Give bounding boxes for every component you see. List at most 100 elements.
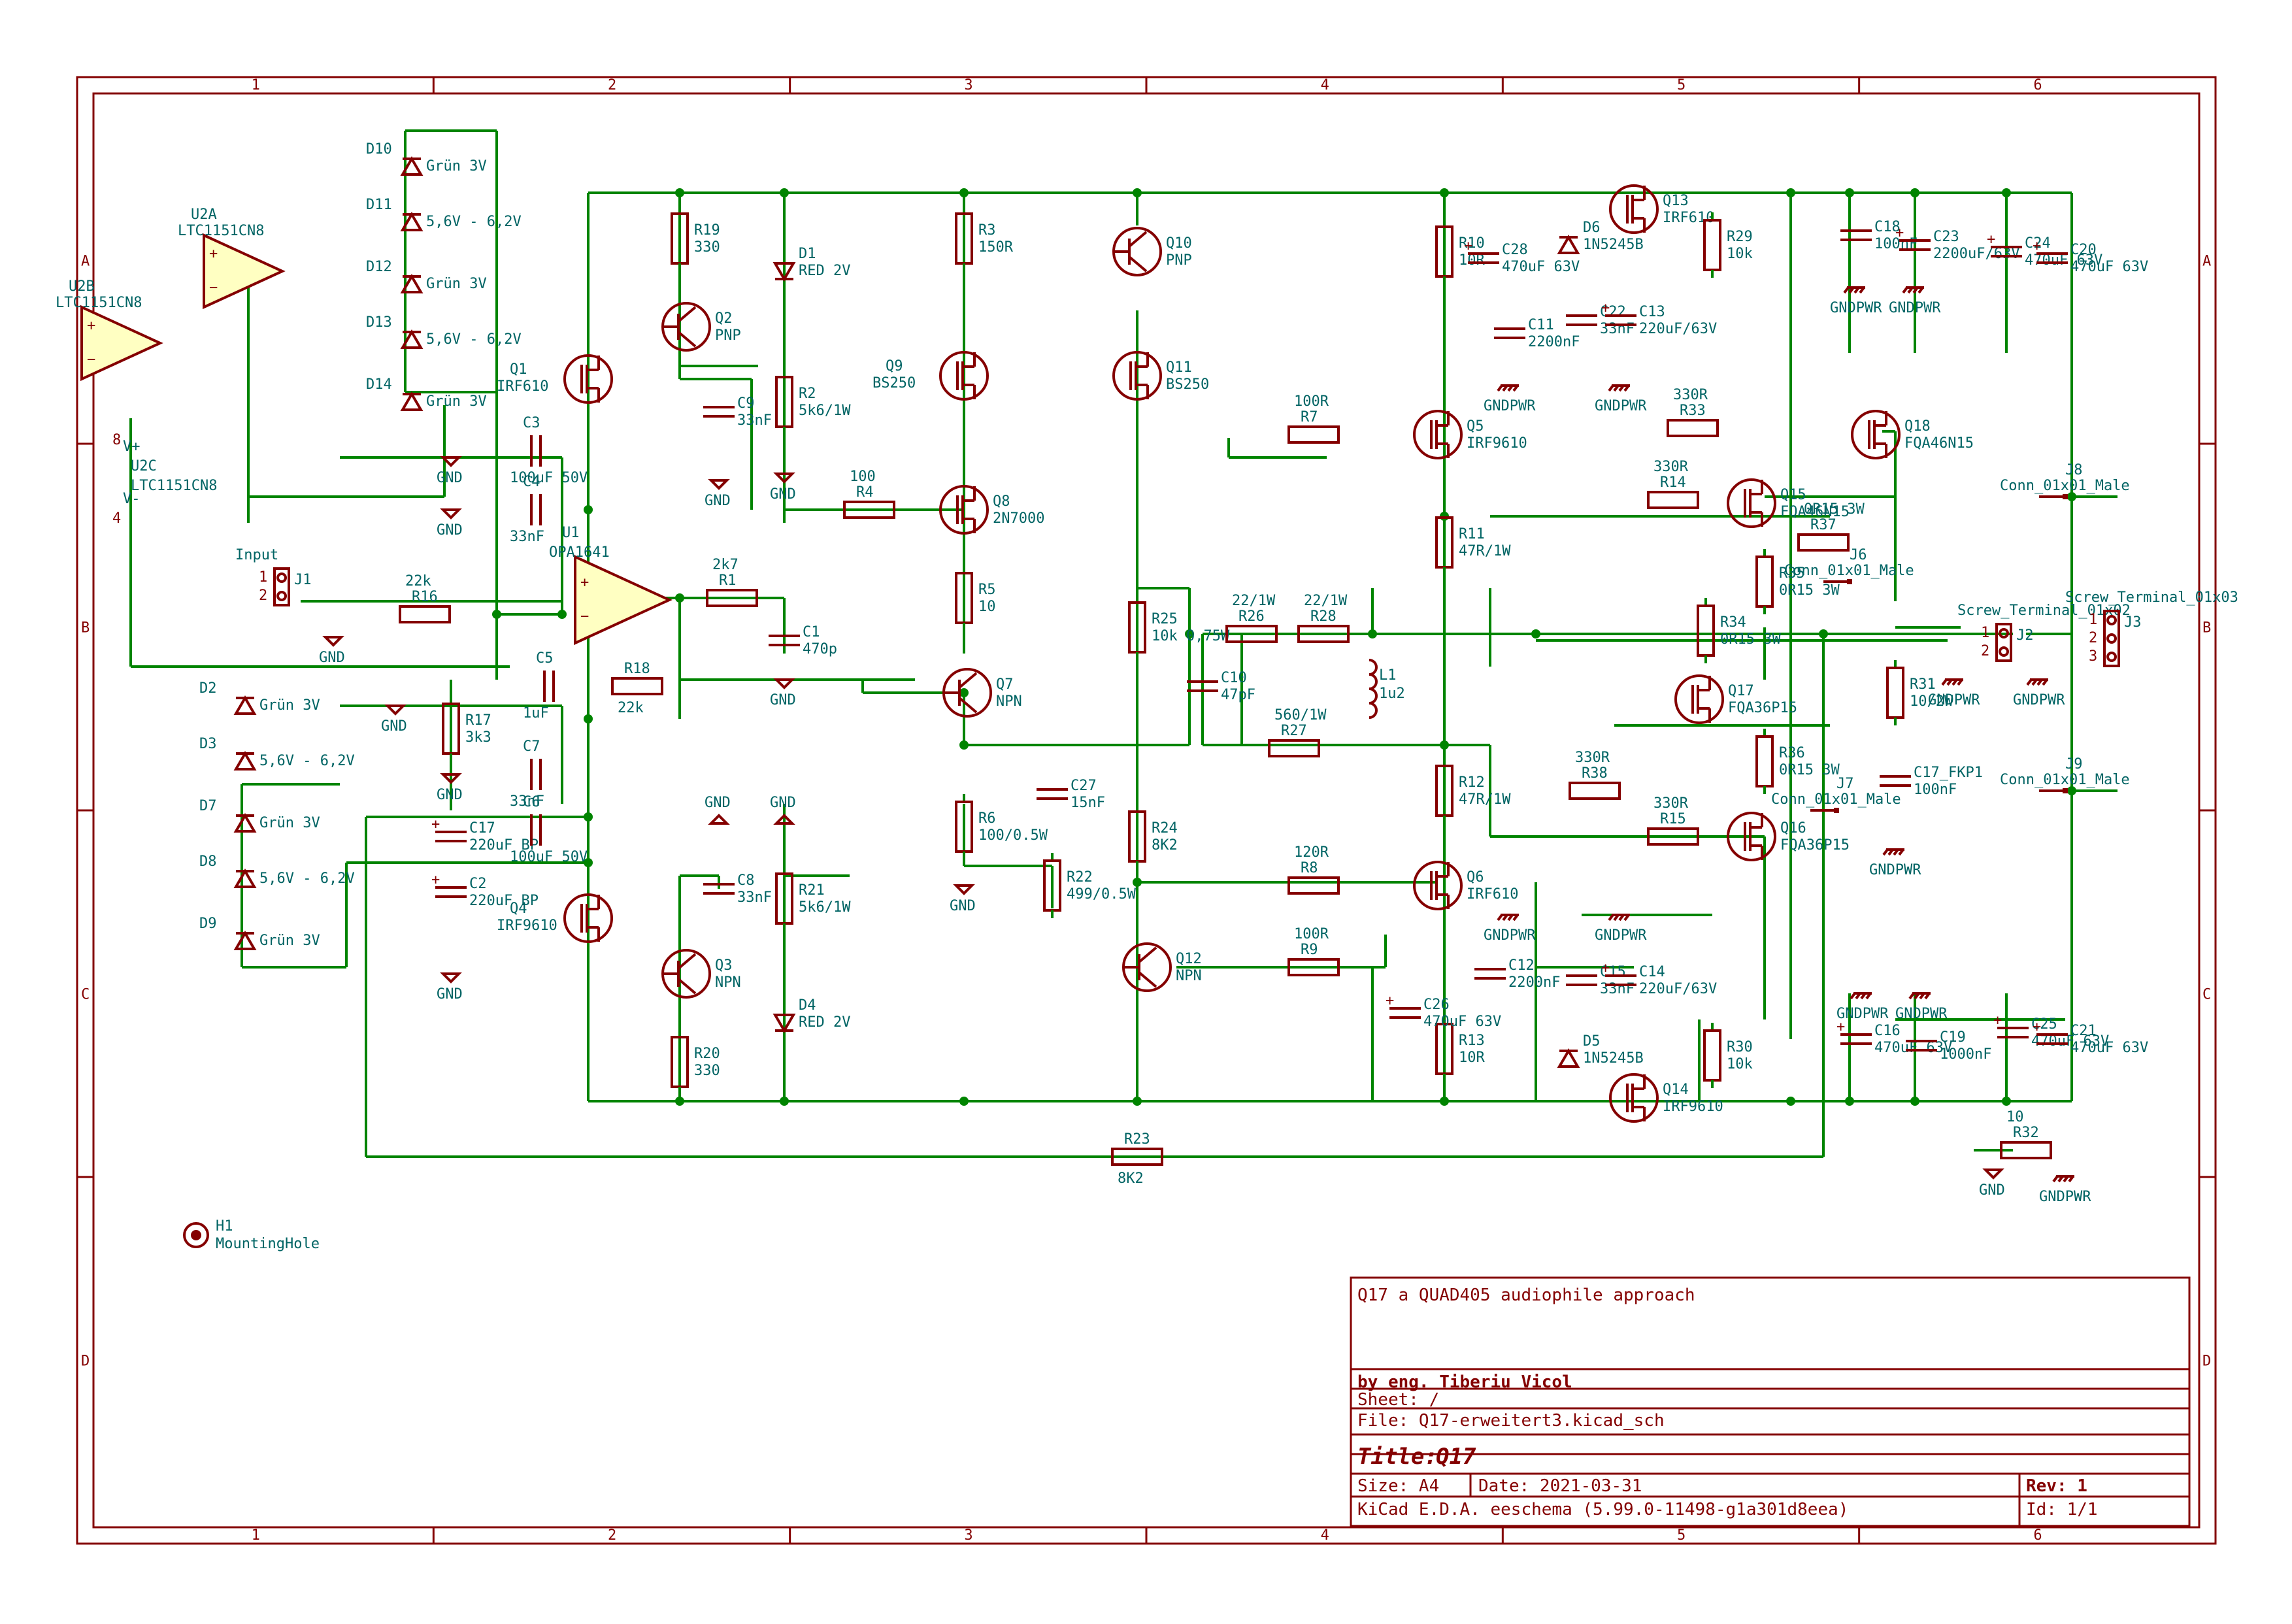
svg-text:D12: D12	[366, 259, 392, 275]
svg-text:1N5245B: 1N5245B	[1583, 1050, 1644, 1067]
svg-text:R13: R13	[1459, 1033, 1485, 1049]
svg-text:GND: GND	[770, 486, 796, 503]
svg-text:5,6V - 6,2V: 5,6V - 6,2V	[259, 753, 355, 769]
svg-text:C10: C10	[1221, 670, 1247, 686]
component-c5: C5 1uF	[523, 650, 555, 721]
svg-text:470uF 63V: 470uF 63V	[2025, 252, 2102, 269]
svg-text:D4: D4	[799, 997, 816, 1014]
svg-text:470uF 63V: 470uF 63V	[2070, 1040, 2148, 1056]
svg-text:33nF: 33nF	[510, 793, 544, 810]
svg-text:J2: J2	[2016, 627, 2034, 644]
svg-text:1u2: 1u2	[1379, 686, 1405, 702]
svg-text:R25: R25	[1152, 611, 1178, 627]
frame-row-label-left: A	[81, 254, 90, 270]
svg-text:330: 330	[694, 1063, 720, 1079]
svg-text:330R: 330R	[1575, 750, 1610, 766]
frame-col-label-bottom: 3	[964, 1527, 972, 1544]
svg-text:Conn_01x01_Male: Conn_01x01_Male	[2000, 772, 2130, 788]
svg-text:Grün 3V: Grün 3V	[426, 276, 487, 292]
svg-text:5k6/1W: 5k6/1W	[799, 899, 851, 916]
svg-text:2: 2	[259, 588, 267, 604]
svg-text:C23: C23	[1933, 229, 1959, 245]
svg-text:2200nF: 2200nF	[1528, 334, 1580, 350]
svg-text:1uF: 1uF	[523, 705, 549, 721]
svg-text:R26: R26	[1238, 608, 1265, 625]
svg-text:Q12: Q12	[1176, 951, 1202, 967]
svg-text:470uF 63V: 470uF 63V	[1502, 259, 1580, 275]
svg-text:47pF: 47pF	[1221, 687, 1255, 703]
svg-text:470uF 63V: 470uF 63V	[2031, 1033, 2109, 1050]
svg-text:NPN: NPN	[996, 693, 1022, 710]
svg-text:+: +	[87, 318, 95, 334]
svg-text:D5: D5	[1583, 1033, 1601, 1050]
wires	[129, 129, 2118, 1158]
svg-text:Grün 3V: Grün 3V	[426, 158, 487, 174]
svg-text:BS250: BS250	[872, 375, 916, 391]
svg-text:D11: D11	[366, 197, 392, 213]
svg-text:GND: GND	[770, 692, 796, 708]
svg-text:C12: C12	[1508, 957, 1535, 974]
svg-text:470uF 63V: 470uF 63V	[2070, 259, 2148, 275]
svg-text:47R/1W: 47R/1W	[1459, 543, 1511, 559]
components: +−U2BLTC1151CN8+−U2ALTC1151CN8U2CLTC1151…	[56, 141, 2238, 1252]
svg-text:C19: C19	[1940, 1029, 1966, 1046]
svg-text:U2B: U2B	[69, 278, 95, 295]
svg-text:R18: R18	[624, 661, 650, 677]
svg-text:R24: R24	[1152, 820, 1178, 837]
svg-text:100/0.5W: 100/0.5W	[978, 827, 1048, 844]
svg-text:BS250: BS250	[1166, 376, 1209, 393]
svg-text:4: 4	[112, 510, 121, 527]
svg-text:FQA36P15: FQA36P15	[1728, 700, 1797, 716]
tb-title: Q17	[1436, 1444, 1476, 1470]
svg-text:D7: D7	[199, 798, 217, 814]
svg-text:D13: D13	[366, 314, 392, 331]
svg-text:Conn_01x01_Male: Conn_01x01_Male	[1784, 563, 1914, 579]
svg-text:GNDPWR: GNDPWR	[2039, 1189, 2091, 1205]
svg-text:C11: C11	[1528, 317, 1554, 333]
svg-text:C5: C5	[536, 650, 554, 667]
svg-text:LTC1151CN8: LTC1151CN8	[131, 478, 217, 494]
svg-text:R32: R32	[2013, 1125, 2039, 1141]
frame-col-label-top: 2	[608, 77, 616, 93]
svg-text:Q4: Q4	[510, 901, 527, 917]
svg-text:−: −	[580, 608, 589, 625]
gnd-symbol: GND	[770, 795, 796, 825]
gndpwr-symbol: GNDPWR	[1830, 286, 1882, 316]
svg-text:D2: D2	[199, 680, 217, 697]
svg-text:33nF: 33nF	[737, 412, 772, 429]
svg-text:IRF610: IRF610	[1663, 210, 1714, 226]
frame-col-label-bottom: 5	[1677, 1527, 1686, 1544]
svg-text:Screw_Terminal_01x03: Screw_Terminal_01x03	[2065, 589, 2238, 606]
svg-text:2N7000: 2N7000	[993, 510, 1044, 527]
svg-text:GND: GND	[950, 898, 976, 914]
svg-text:R33: R33	[1680, 403, 1706, 419]
